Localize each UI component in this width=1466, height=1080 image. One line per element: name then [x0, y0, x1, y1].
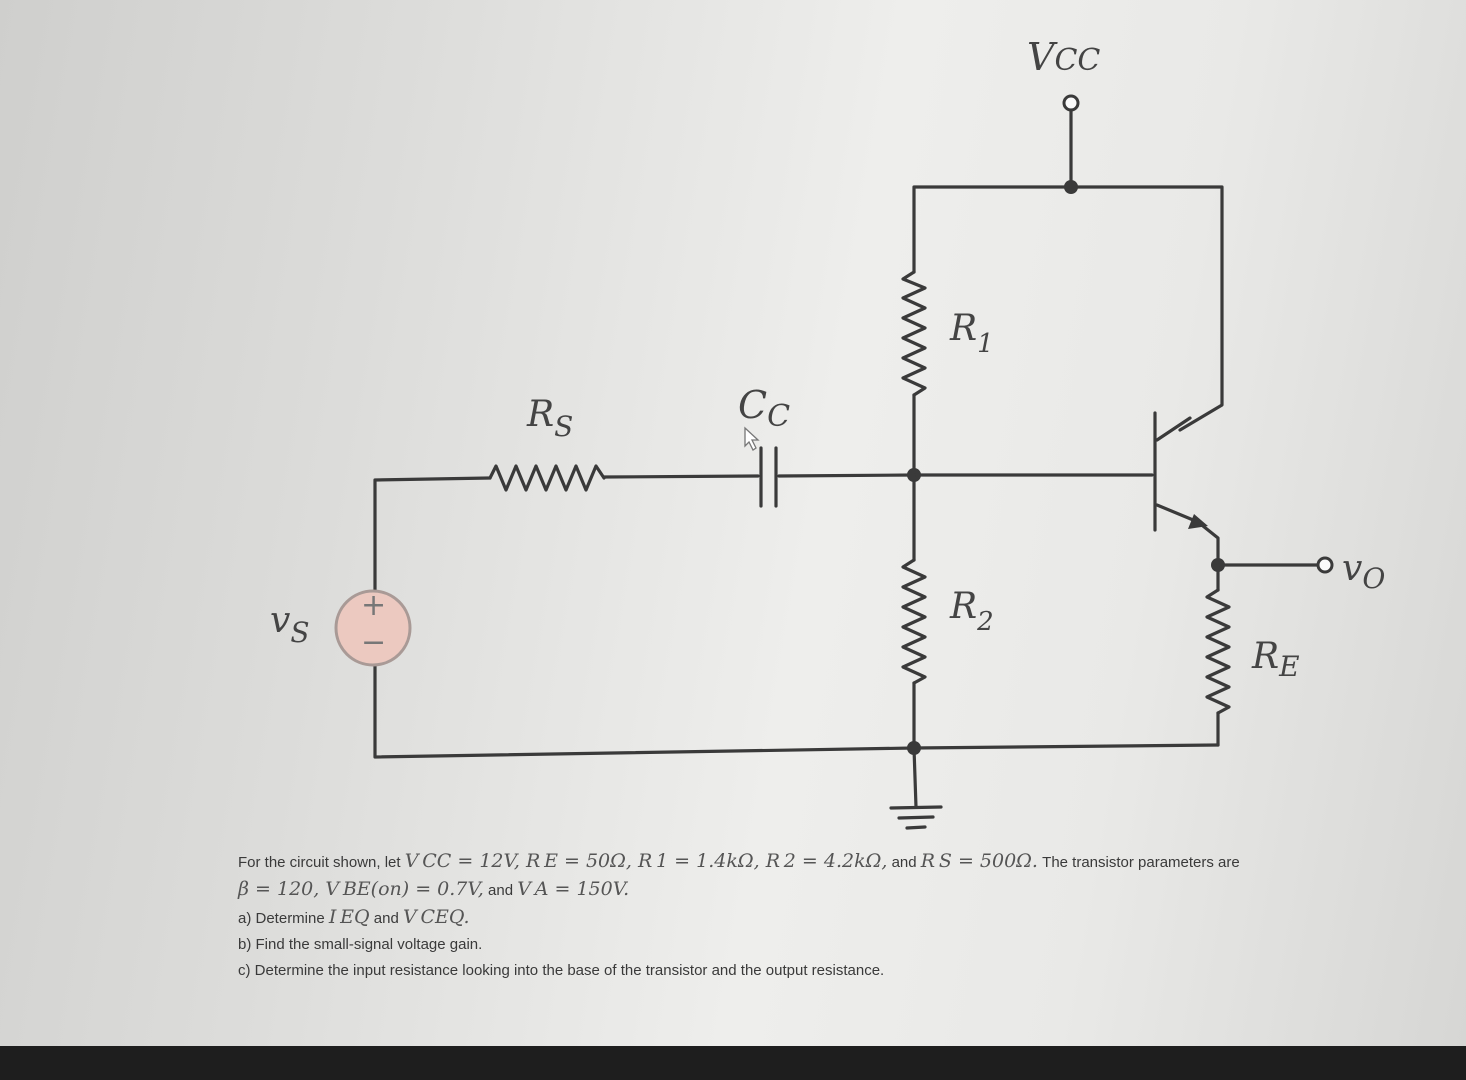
source-wire	[373, 476, 492, 603]
monitor-bezel	[0, 1046, 1466, 1080]
coupling-capacitor	[759, 446, 916, 508]
cursor-icon	[744, 426, 760, 451]
source-minus: −	[361, 625, 386, 660]
npn-transistor	[1153, 411, 1220, 567]
voltage-source: + −	[334, 588, 412, 667]
problem-part-c: c) Determine the input resistance lookin…	[238, 962, 885, 979]
vcc-terminal	[1062, 94, 1080, 194]
re-resistor	[1205, 588, 1231, 715]
rs-label: RS	[526, 394, 573, 443]
problem-part-b: b) Find the small-signal voltage gain.	[238, 936, 483, 953]
vo-label: vO	[1342, 548, 1385, 595]
ground-symbol	[889, 746, 943, 830]
r1-resistor	[901, 270, 927, 397]
vo-terminal	[1316, 556, 1334, 574]
r2-label: R2	[949, 586, 994, 637]
r1-label: R1	[949, 308, 994, 359]
rs-resistor	[488, 464, 606, 492]
re-label: RE	[1251, 636, 1300, 683]
problem-statement: For the circuit shown, let V CC = 12V, R…	[238, 848, 1466, 984]
cc-label: CC	[738, 383, 790, 434]
vs-label: vS	[270, 600, 310, 649]
bottom-rail-wire	[373, 663, 1220, 759]
top-rail-wire	[912, 185, 1224, 432]
circuit-diagram: VCC R1 vO RE R2 + − vS	[270, 35, 1385, 830]
source-plus: +	[361, 588, 386, 623]
problem-part-a: a) Determine I EQ and V CEQ.	[238, 906, 470, 928]
problem-line-2: β = 120, V BE(on) = 0.7V, and V A = 150V…	[238, 878, 630, 900]
problem-line-1: For the circuit shown, let V CC = 12V, R…	[238, 850, 1240, 872]
vcc-label: VCC	[1027, 35, 1100, 79]
r2-resistor	[901, 558, 927, 685]
